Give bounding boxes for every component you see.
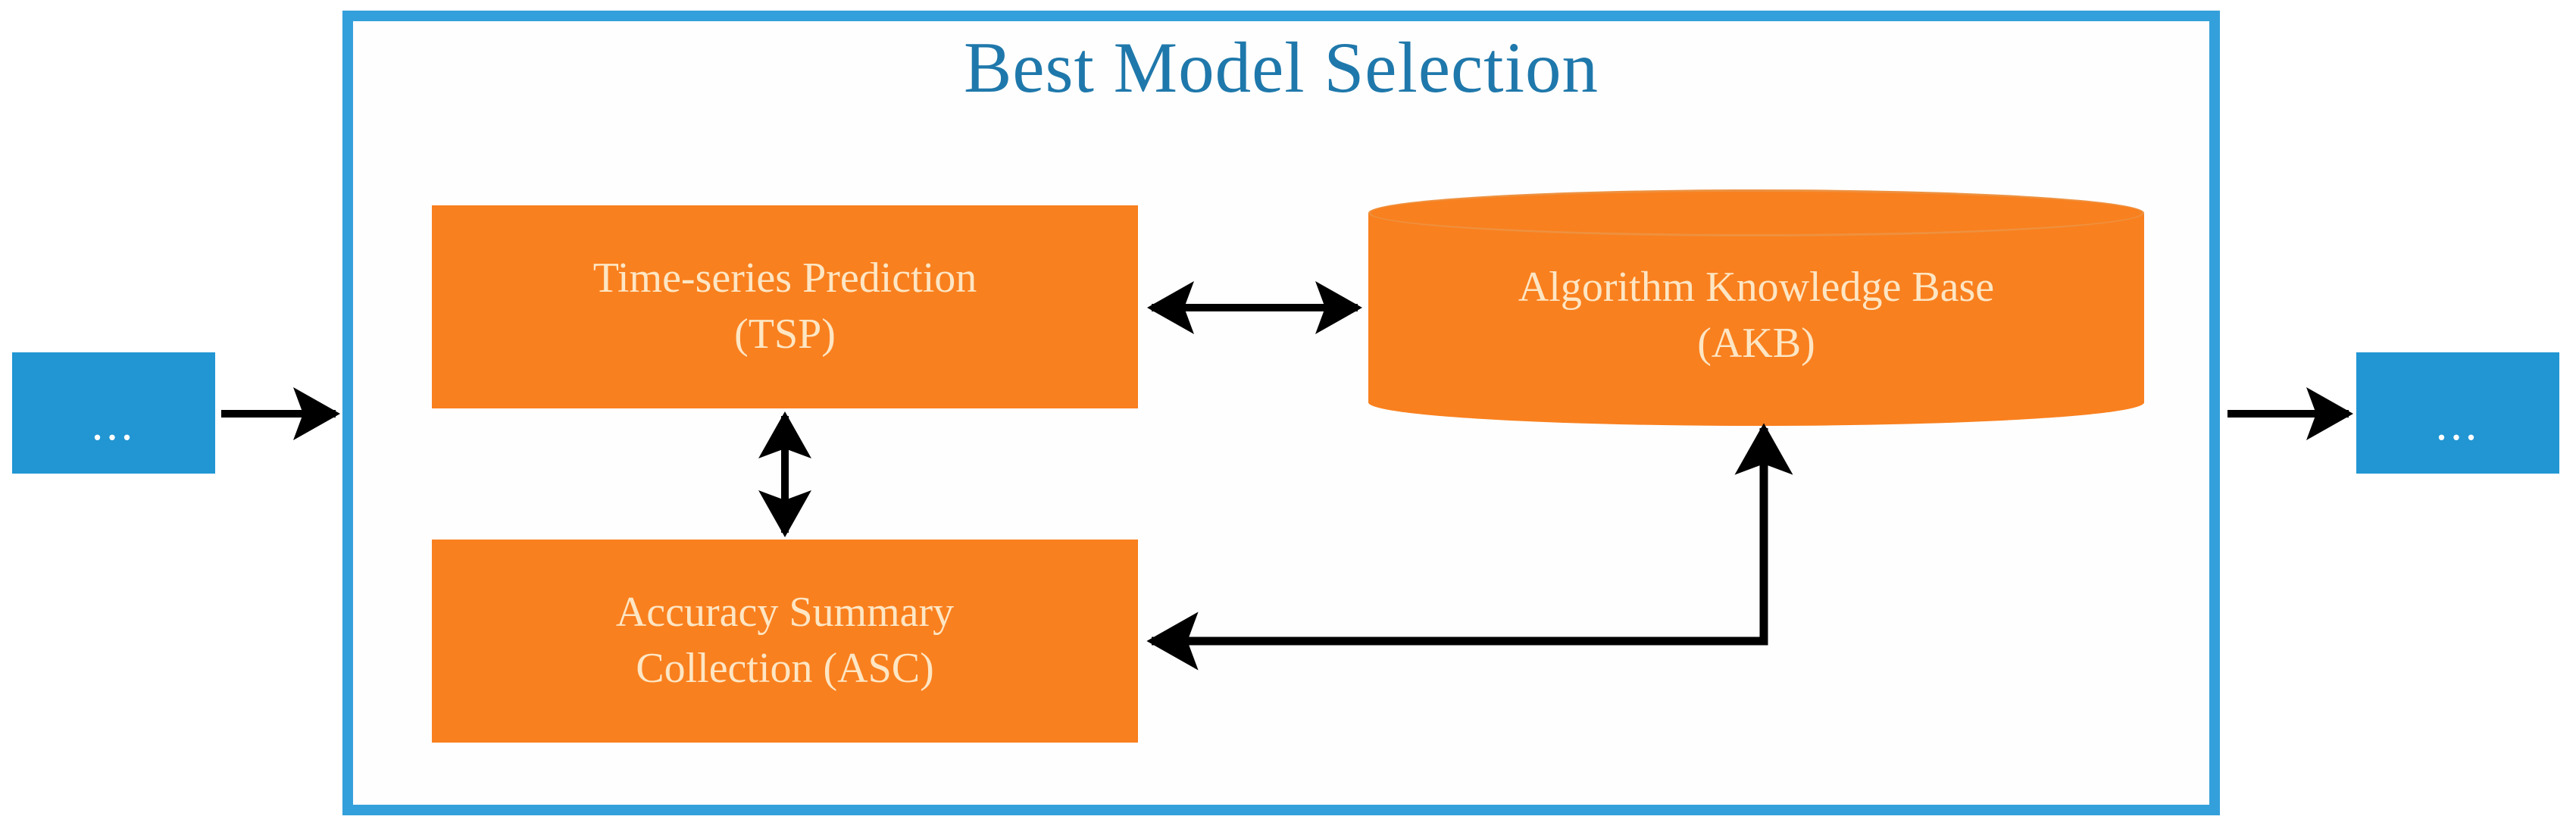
node-akb-line1: Algorithm Knowledge Base <box>1518 264 1995 311</box>
node-algorithm-knowledge-base[interactable]: Algorithm Knowledge Base (AKB) <box>1368 189 2144 426</box>
node-akb-label: Algorithm Knowledge Base (AKB) <box>1368 236 2144 396</box>
node-asc-label: Accuracy Summary Collection (ASC) <box>596 585 974 697</box>
node-asc-line1: Accuracy Summary <box>615 589 955 637</box>
node-tsp-label: Time-series Prediction (TSP) <box>574 251 997 363</box>
node-akb-line2: (AKB) <box>1697 320 1815 367</box>
cylinder-top-ellipse <box>1368 189 2144 236</box>
node-output-label: ... <box>2435 399 2481 450</box>
node-tsp-line1: Time-series Prediction <box>592 255 977 302</box>
node-input-ellipsis[interactable]: ... <box>12 352 215 474</box>
node-accuracy-summary-collection[interactable]: Accuracy Summary Collection (ASC) <box>432 540 1138 743</box>
node-tsp-line2: (TSP) <box>734 311 836 358</box>
node-input-label: ... <box>91 399 136 450</box>
node-time-series-prediction[interactable]: Time-series Prediction (TSP) <box>432 205 1138 408</box>
node-asc-line2: Collection (ASC) <box>636 645 934 692</box>
page-title: Best Model Selection <box>964 27 1599 108</box>
cylinder-body <box>1368 213 2144 402</box>
node-output-ellipsis[interactable]: ... <box>2356 352 2559 474</box>
